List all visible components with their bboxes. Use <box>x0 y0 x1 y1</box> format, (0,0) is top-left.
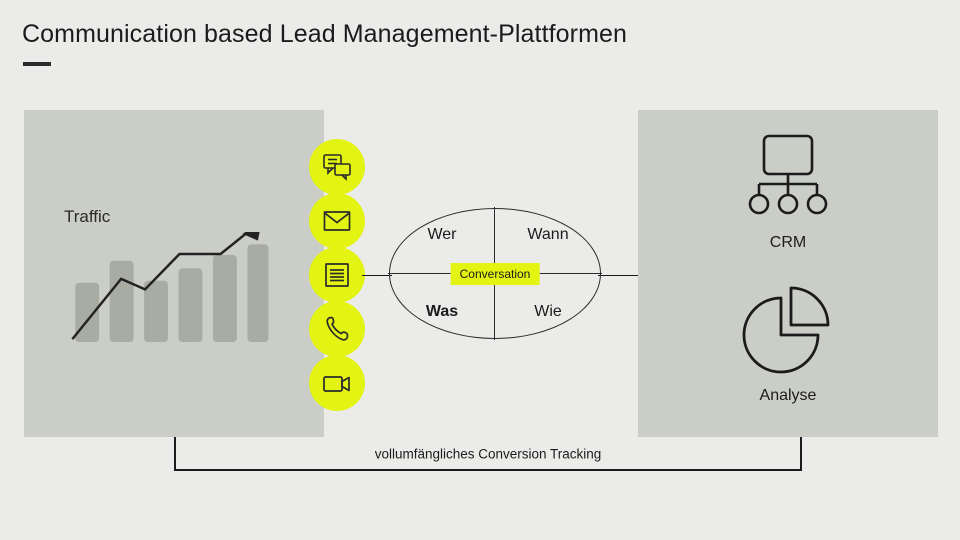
bracket-right-arm <box>800 437 802 471</box>
analyse-label: Analyse <box>759 387 817 404</box>
bar <box>178 268 203 342</box>
channel-form-button[interactable] <box>309 247 365 303</box>
phone-handset-icon <box>324 315 350 343</box>
bar <box>144 280 168 342</box>
traffic-panel: Traffic <box>24 110 324 437</box>
channel-phone-button[interactable] <box>309 301 365 357</box>
outcome-panel: CRM Analyse <box>638 110 938 437</box>
channel-chat-button[interactable] <box>309 139 365 195</box>
conversion-tracking-bracket: vollumfängliches Conversion Tracking <box>174 437 802 471</box>
channel-email-button[interactable] <box>309 193 365 249</box>
conversation-diagram: Wer Wann Was Wie Conversation <box>388 207 602 340</box>
crm-icon-wrap <box>638 132 938 227</box>
crm-label: CRM <box>769 234 807 251</box>
form-document-icon <box>324 262 350 288</box>
traffic-label: Traffic <box>64 207 111 226</box>
org-chart-icon <box>742 132 834 227</box>
conversion-tracking-label: vollumfängliches Conversion Tracking <box>374 446 602 462</box>
bar <box>109 260 134 342</box>
bar <box>212 254 237 342</box>
quadrant-wer: Wer <box>427 225 457 243</box>
envelope-icon <box>323 210 351 232</box>
chart-trend-line <box>71 232 250 340</box>
bar <box>247 244 269 342</box>
connector-icons-to-ellipse <box>362 275 392 276</box>
chart-bars <box>75 244 269 342</box>
chat-bubbles-icon <box>322 153 352 181</box>
chart-trend-arrowhead <box>242 232 260 241</box>
conversation-center-chip: Conversation <box>450 262 540 285</box>
traffic-chart <box>71 232 269 342</box>
page-title: Communication based Lead Management-Plat… <box>22 20 628 48</box>
bracket-bottom-bar <box>174 469 802 471</box>
title-underline-rule <box>23 62 51 66</box>
bracket-left-arm <box>174 437 176 471</box>
video-camera-icon <box>322 372 352 394</box>
channel-video-button[interactable] <box>309 355 365 411</box>
connector-ellipse-to-crm <box>598 275 640 276</box>
pie-chart-icon <box>735 282 841 387</box>
quadrant-wie: Wie <box>534 303 562 321</box>
analyse-icon-wrap <box>638 282 938 387</box>
quadrant-was: Was <box>425 303 459 321</box>
quadrant-wann: Wann <box>527 225 569 243</box>
